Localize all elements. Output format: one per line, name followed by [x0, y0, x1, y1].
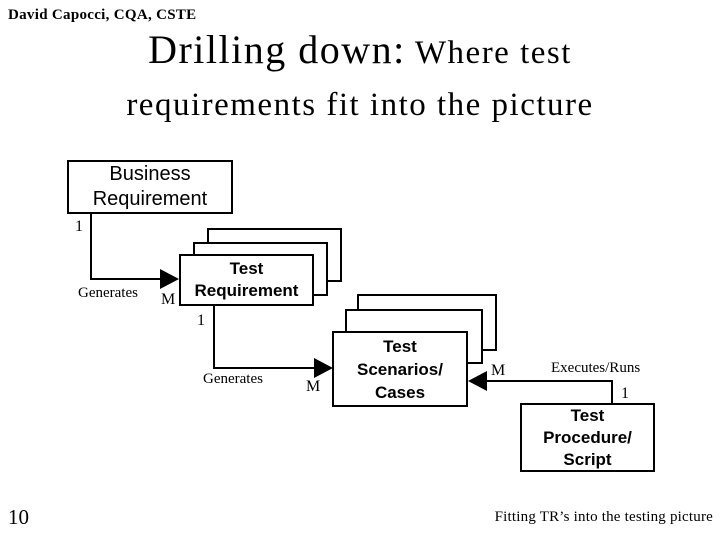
test-procedure-label-line1: Test — [570, 405, 605, 425]
arrow-right-icon — [314, 358, 333, 378]
test-requirement-label-line1: Test — [229, 259, 264, 278]
executes-runs-label: Executes/Runs — [551, 360, 641, 376]
connector-br-horizontal — [90, 278, 161, 280]
test-procedure-box: Test Procedure/ Script — [520, 403, 655, 472]
test-scenarios-label-line2: Scenarios/ — [357, 359, 443, 379]
multiplicity-m-tr: M — [161, 291, 176, 308]
test-scenarios-label-line3: Cases — [374, 382, 426, 402]
arrow-left-icon — [468, 371, 487, 391]
connector-tr-vertical — [213, 306, 215, 369]
test-procedure-label-line2: Procedure/ — [543, 427, 632, 447]
footer-note: Fitting TR’s into the testing picture — [494, 509, 713, 525]
test-scenarios-label-line1: Test — [383, 336, 417, 356]
connector-br-vertical — [90, 214, 92, 280]
generates-label-1: Generates — [78, 285, 138, 301]
business-requirement-box: Business Requirement — [67, 160, 233, 214]
slide-title: Drilling down: Where test requirements f… — [0, 26, 720, 129]
generates-label-2: Generates — [203, 371, 263, 387]
multiplicity-m-ts: M — [306, 378, 321, 395]
page-number: 10 — [8, 505, 29, 529]
business-requirement-label-line1: Business — [109, 163, 191, 185]
author-line: David Capocci, CQA, CSTE — [8, 7, 197, 23]
multiplicity-m-ts-right: M — [491, 362, 506, 379]
slide-title-line2: requirements fit into the picture — [126, 87, 594, 123]
cardinality-one-tp: 1 — [621, 385, 629, 402]
test-requirement-box: Test Requirement — [179, 254, 314, 306]
connector-tp-horizontal — [486, 380, 613, 382]
slide-title-rest: Where test — [405, 35, 572, 71]
arrow-right-icon — [160, 269, 179, 289]
test-procedure-label-line3: Script — [563, 449, 612, 469]
test-requirement-label-line2: Requirement — [194, 281, 299, 300]
slide-title-emphasis: Drilling down: — [148, 27, 406, 72]
connector-tr-horizontal — [213, 367, 315, 369]
cardinality-one-br: 1 — [75, 218, 83, 235]
connector-tp-vertical — [611, 380, 613, 404]
test-scenarios-box: Test Scenarios/ Cases — [332, 331, 468, 407]
cardinality-one-tr: 1 — [197, 312, 205, 329]
business-requirement-label-line2: Requirement — [92, 188, 208, 210]
